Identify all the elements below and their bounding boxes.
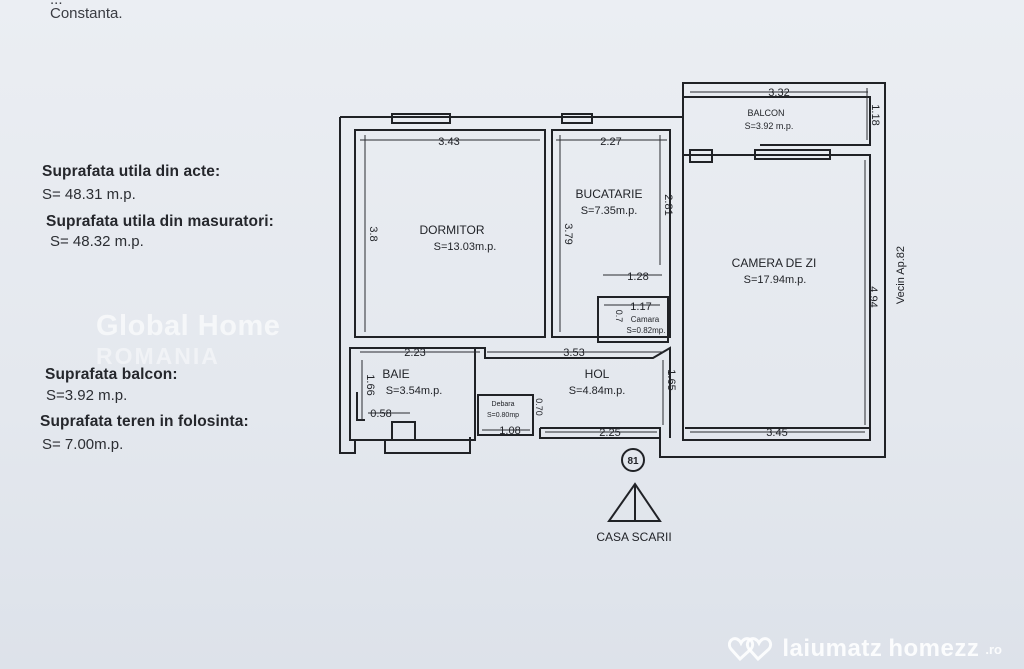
- room-bucatarie-name: BUCATARIE: [576, 187, 643, 201]
- neighbor-label: Vecin Ap.82: [895, 246, 907, 304]
- room-camara-area: S=0.82mp.: [627, 326, 666, 335]
- util-acte-value: S= 48.31 m.p.: [42, 186, 136, 203]
- pillar: [689, 149, 713, 163]
- room-debara-name: Debara: [492, 401, 515, 408]
- stairwell-label: CASA SCARII: [596, 530, 671, 544]
- address-city: Constanta.: [50, 5, 123, 22]
- dim-379: 3.79: [562, 223, 574, 244]
- teren-value: S= 7.00m.p.: [42, 436, 124, 453]
- debara-walls: [477, 394, 534, 436]
- room-balcon-area: S=3.92 m.p.: [745, 121, 794, 131]
- room-hol-name: HOL: [585, 367, 610, 381]
- baie-door-niche: [391, 421, 416, 440]
- room-balcon-name: BALCON: [747, 108, 784, 118]
- baie-walls: [349, 347, 476, 441]
- dim-117: 1.17: [630, 301, 651, 313]
- room-bucatarie-area: S=7.35m.p.: [581, 205, 638, 217]
- brand-text-laiumatz: laiumatz: [782, 635, 883, 662]
- dim-223: 2.23: [404, 347, 425, 359]
- util-masurat-label: Suprafata utila din masuratori:: [46, 213, 274, 230]
- teren-label: Suprafata teren in folosinta:: [40, 413, 249, 430]
- room-dormitor-area: S=13.03m.p.: [434, 241, 497, 253]
- dim-227: 2.27: [600, 136, 621, 148]
- dim-108: 1.08: [499, 425, 520, 437]
- camera-zi-walls: [682, 154, 871, 441]
- util-acte-label: Suprafata utila din acte:: [42, 163, 221, 180]
- dim-494: 4.94: [867, 286, 879, 307]
- apartment-number-circle: [621, 448, 645, 472]
- room-camera-zi-area: S=17.94m.p.: [744, 274, 807, 286]
- dim-345: 3.45: [766, 427, 787, 439]
- balcon-value: S=3.92 m.p.: [46, 387, 128, 404]
- dim-332: 3.32: [768, 87, 789, 99]
- room-debara-area: S=0.80mp: [487, 412, 519, 419]
- bucatarie-walls: [551, 129, 671, 338]
- room-camara-name: Camara: [631, 315, 660, 324]
- dim-281: 2.81: [662, 194, 674, 215]
- apartment-number: 81: [627, 456, 639, 467]
- address-line: ...: [50, 0, 63, 8]
- brand-text-homezz: homezz: [888, 635, 980, 662]
- heart-icon: [728, 637, 773, 662]
- window-camera: [754, 149, 831, 160]
- room-dormitor-name: DORMITOR: [419, 223, 484, 237]
- dim-166: 1.66: [364, 374, 376, 395]
- camera-south-wall: [685, 427, 871, 441]
- room-camera-zi-name: CAMERA DE ZI: [732, 256, 817, 270]
- balcon-walls: [682, 96, 871, 155]
- outer-wall-west: [339, 117, 471, 454]
- balcon-label: Suprafata balcon:: [45, 366, 178, 383]
- dim-058: 0.58: [370, 408, 391, 420]
- dormitor-walls: [354, 129, 546, 338]
- brand-suffix: .ro: [985, 641, 1002, 657]
- dim-165: 1.65: [665, 369, 677, 390]
- brand-watermark: laiumatz homezz .ro: [728, 635, 1002, 663]
- window-dormitor: [391, 113, 451, 124]
- window-bucatarie: [561, 113, 593, 124]
- dim-353: 3.53: [563, 347, 584, 359]
- dim-343: 3.43: [438, 136, 459, 148]
- dim-38: 3.8: [367, 226, 379, 241]
- room-hol-area: S=4.84m.p.: [569, 385, 626, 397]
- util-masurat-value: S= 48.32 m.p.: [50, 233, 144, 250]
- watermark-romania: ROMANIA: [96, 343, 220, 369]
- dim-128: 1.28: [627, 271, 648, 283]
- dim-225: 2.25: [599, 427, 620, 439]
- baie-fixture: [356, 392, 365, 421]
- dim-118: 1.18: [869, 104, 881, 125]
- hol-south-wall: [539, 427, 661, 439]
- watermark-global-home: Global Home: [96, 310, 281, 342]
- room-baie-name: BAIE: [382, 367, 409, 381]
- room-baie-area: S=3.54m.p.: [386, 385, 443, 397]
- dim-07: 0.7: [614, 310, 624, 323]
- camara-walls: [597, 296, 669, 343]
- dim-070: 0.70: [534, 398, 544, 416]
